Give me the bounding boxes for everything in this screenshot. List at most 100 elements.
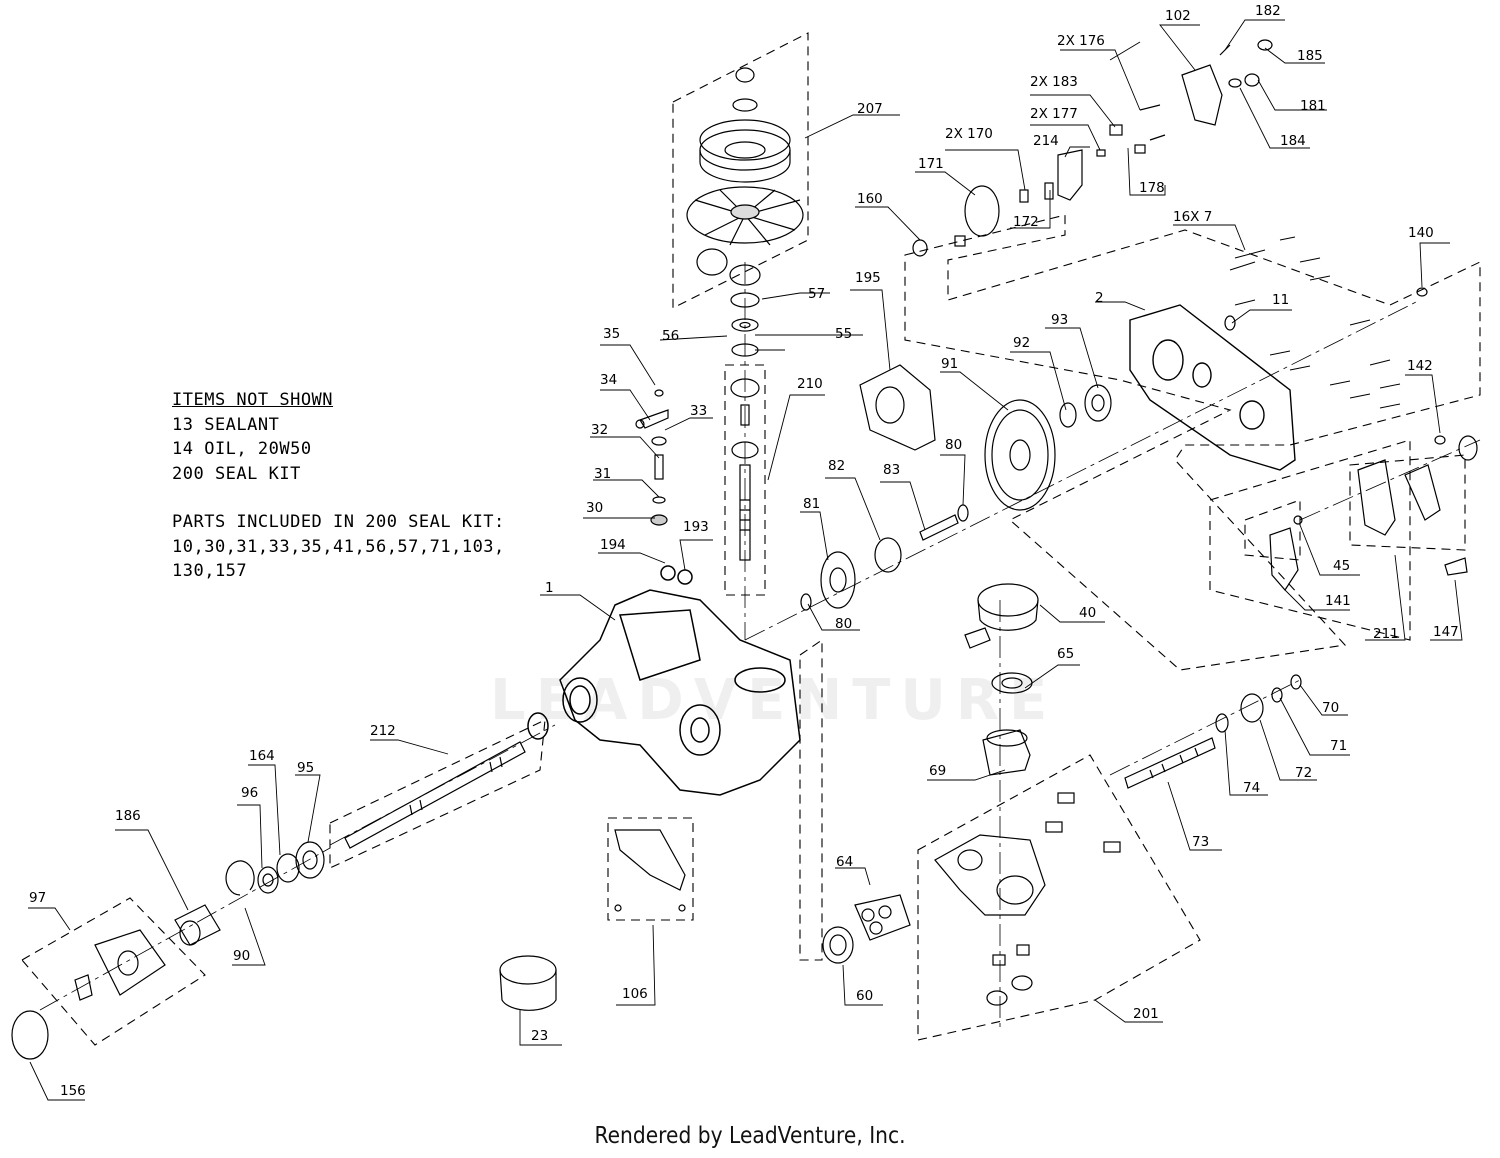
- callout-97: 97: [29, 890, 46, 906]
- callout-186: 186: [115, 808, 141, 824]
- callout-2x176: 2X 176: [1057, 33, 1105, 49]
- callout-90: 90: [233, 948, 250, 964]
- callout-45: 45: [1333, 558, 1350, 574]
- seal-kit-line: 10,30,31,33,35,41,56,57,71,103,: [172, 536, 505, 557]
- bracket-106: [614, 829, 686, 912]
- callout-74: 74: [1243, 780, 1260, 796]
- callout-147: 147: [1433, 624, 1459, 640]
- big-gear-91: [984, 384, 1112, 511]
- callout-70: 70: [1322, 700, 1339, 716]
- footer-credit: Rendered by LeadVenture, Inc.: [594, 1123, 906, 1149]
- callout-141: 141: [1325, 593, 1351, 609]
- callout-95: 95: [297, 760, 314, 776]
- callout-72: 72: [1295, 765, 1312, 781]
- callout-184: 184: [1280, 133, 1306, 149]
- parts-11-140-142: [1224, 287, 1446, 445]
- callout-81: 81: [803, 496, 820, 512]
- gears-80-83: [800, 504, 969, 611]
- callout-35: 35: [603, 326, 620, 342]
- seal-kit-header: PARTS INCLUDED IN 200 SEAL KIT:: [172, 512, 505, 532]
- callout-40: 40: [1079, 605, 1096, 621]
- callout-171: 171: [918, 156, 944, 172]
- callout-156: 156: [60, 1083, 86, 1099]
- callout-181: 181: [1300, 98, 1326, 114]
- pulley-and-fan-207: [686, 67, 804, 357]
- callout-83: 83: [883, 462, 900, 478]
- notes-line: 200 SEAL KIT: [172, 463, 301, 484]
- callout-16x7: 16X 7: [1173, 209, 1212, 225]
- callout-80-upper: 80: [945, 437, 962, 453]
- linkage-211: [1269, 435, 1478, 591]
- callout-211: 211: [1373, 626, 1399, 642]
- callout-93: 93: [1051, 312, 1068, 328]
- items-not-shown-notes: ITEMS NOT SHOWN 13 SEALANT 14 OIL, 20W50…: [172, 388, 505, 584]
- leader-lines: [28, 19, 1463, 1101]
- callout-71: 71: [1330, 738, 1347, 754]
- callout-210: 210: [797, 376, 823, 392]
- callout-194: 194: [600, 537, 626, 553]
- small-hardware-30-35: [635, 389, 669, 526]
- axis-centerlines: [39, 262, 1481, 1030]
- callout-56: 56: [662, 328, 679, 344]
- callout-201: 201: [1133, 1006, 1159, 1022]
- axle-bearings-hub: [11, 841, 325, 1060]
- cover-195: [859, 364, 936, 451]
- callout-140: 140: [1408, 225, 1434, 241]
- callout-57: 57: [808, 286, 825, 302]
- callout-30: 30: [586, 500, 603, 516]
- oil-filter-23: [499, 955, 557, 1011]
- callout-23: 23: [531, 1028, 548, 1044]
- callout-73: 73: [1192, 834, 1209, 850]
- callout-172: 172: [1013, 214, 1039, 230]
- callout-2x177: 2X 177: [1030, 106, 1078, 122]
- callout-31: 31: [594, 466, 611, 482]
- callout-1: 1: [545, 580, 554, 596]
- parts-60-64: [822, 894, 911, 964]
- callout-32: 32: [591, 422, 608, 438]
- input-shaft-210: [730, 378, 760, 561]
- callout-195: 195: [855, 270, 881, 286]
- pump-201: [934, 792, 1121, 1006]
- callout-182: 182: [1255, 3, 1281, 19]
- callout-96: 96: [241, 785, 258, 801]
- callout-55: 55: [835, 326, 852, 342]
- callout-69: 69: [929, 763, 946, 779]
- callout-164: 164: [249, 748, 275, 764]
- callout-2x183: 2X 183: [1030, 74, 1078, 90]
- callout-65: 65: [1057, 646, 1074, 662]
- notes-line: 14 OIL, 20W50: [172, 439, 312, 459]
- callout-92: 92: [1013, 335, 1030, 351]
- bolts-16x7: [1229, 236, 1401, 409]
- callout-2x170: 2X 170: [945, 126, 993, 142]
- callout-60: 60: [856, 988, 873, 1004]
- callout-82: 82: [828, 458, 845, 474]
- callout-91: 91: [941, 356, 958, 372]
- callout-106: 106: [622, 986, 648, 1002]
- seal-kit-line: 130,157: [172, 561, 248, 581]
- callout-193: 193: [683, 519, 709, 535]
- callout-33: 33: [690, 403, 707, 419]
- callout-214: 214: [1033, 133, 1059, 149]
- callout-34: 34: [600, 372, 617, 388]
- case-2: [1129, 304, 1296, 471]
- callout-11: 11: [1272, 292, 1289, 308]
- callout-207: 207: [857, 101, 883, 117]
- callout-160: 160: [857, 191, 883, 207]
- callout-185: 185: [1297, 48, 1323, 64]
- shaft-73-and-gears: [1124, 674, 1302, 789]
- notes-header: ITEMS NOT SHOWN: [172, 390, 334, 410]
- callout-102: 102: [1165, 8, 1191, 24]
- callout-80-lower: 80: [835, 616, 852, 632]
- callout-212: 212: [370, 723, 396, 739]
- parts-40-65-69: [964, 583, 1039, 776]
- callout-178: 178: [1139, 180, 1165, 196]
- callout-2: 2: [1095, 290, 1104, 306]
- notes-line: 13 SEALANT: [172, 414, 280, 435]
- callout-64: 64: [836, 854, 853, 870]
- main-housing-1: [527, 565, 801, 796]
- axle-212: [344, 741, 526, 849]
- callout-labels: 207 57 55 56 35 34 33 32 31 30 210 193 1…: [29, 3, 1459, 1099]
- callout-142: 142: [1407, 358, 1433, 374]
- dashed-group-outlines: [21, 32, 1481, 1046]
